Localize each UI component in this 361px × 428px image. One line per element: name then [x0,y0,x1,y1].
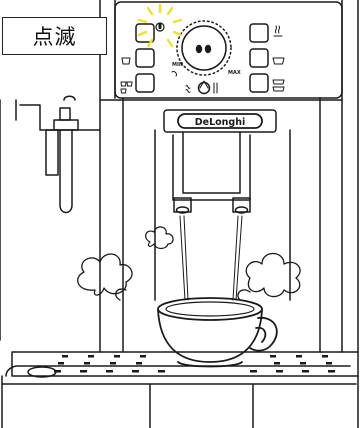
button-double-coffee[interactable] [250,74,268,92]
steam-icon [186,86,190,93]
button-double-espresso[interactable] [136,74,154,92]
dial-max-label: MAX [228,70,241,76]
steam-cloud-right [238,254,300,301]
rinse-icon [214,83,217,93]
coffee-cup [158,298,277,367]
coffee-spout [173,132,250,213]
steam-wand [46,96,78,212]
brand-logo: DeLonghi [195,117,246,128]
panel-symbols [121,26,284,93]
coffee-cup-icon [273,58,284,64]
steam-cloud-left [78,254,132,300]
button-hot-water[interactable] [250,24,268,42]
blink-callout: 点滅 [2,17,107,55]
steam-cloud-small [146,227,173,249]
control-panel [115,2,342,98]
hot-water-icon [274,26,282,36]
drip-tray-grid [54,355,335,373]
blink-callout-label: 点滅 [33,21,77,51]
button-coffee[interactable] [250,49,268,67]
dial-min-label: MIN [172,62,183,68]
beans-dial[interactable] [182,26,226,70]
espresso-cup-icon [122,58,130,64]
coffee-streams [180,216,242,300]
beans-dial-icon [196,45,211,53]
double-cup-icon [121,82,132,93]
button-espresso[interactable] [136,49,154,67]
descale-icon [172,71,177,76]
blinking-indicator [156,23,164,31]
double-coffee-icon [273,80,284,91]
